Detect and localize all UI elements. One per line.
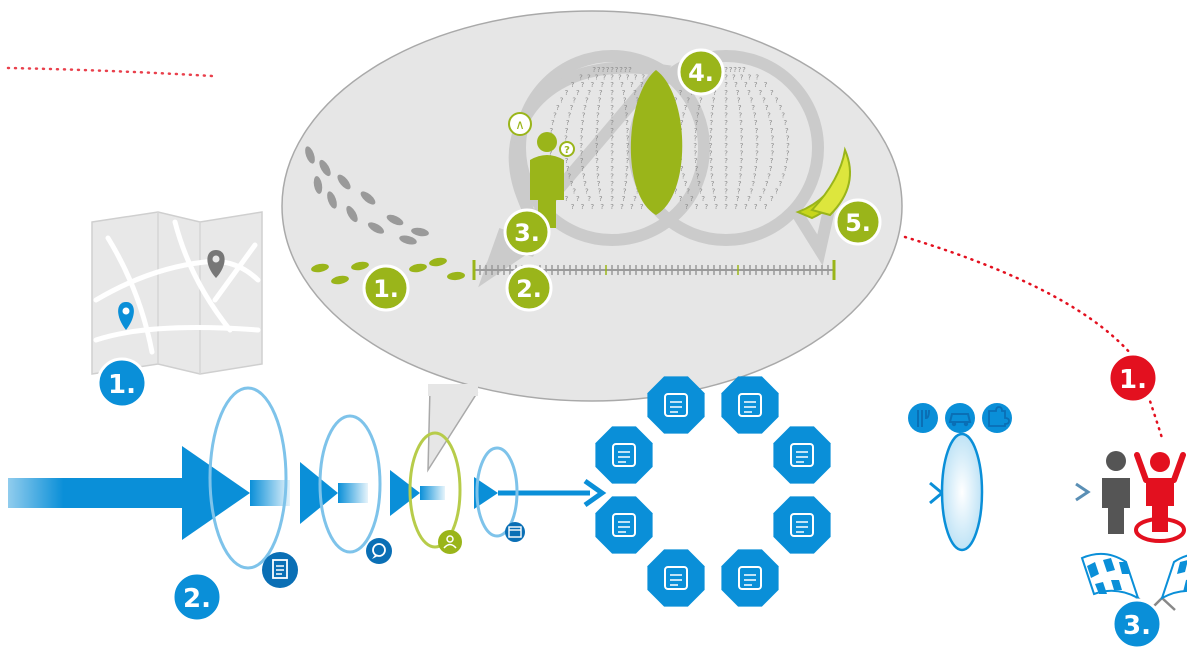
question-mark-row: ????????? bbox=[564, 89, 660, 97]
question-mark-row: ????????? bbox=[579, 74, 645, 82]
map-step-label: 1. bbox=[108, 370, 136, 400]
question-mark-row: ????????? bbox=[551, 165, 674, 173]
house-search-icon bbox=[595, 426, 653, 484]
bubble-badge-2: 2. bbox=[505, 264, 553, 312]
question-mark-row: ????????? bbox=[673, 96, 778, 104]
question-mark-row: ????????? bbox=[693, 74, 759, 82]
funnel-flow bbox=[8, 446, 607, 540]
calendar-icon bbox=[647, 376, 705, 434]
question-mark-row: ????????? bbox=[684, 81, 767, 89]
overlap-lens bbox=[630, 70, 683, 215]
question-mark-row: ????????? bbox=[553, 112, 671, 120]
bubble-badge-5: 5. bbox=[834, 198, 882, 246]
question-mark-row: ????????? bbox=[670, 180, 783, 188]
checkered-flags-icon bbox=[1080, 552, 1187, 611]
question-mark-row: ????????? bbox=[673, 188, 778, 196]
question-mark-row: ????????? bbox=[663, 127, 789, 135]
question-mark-field: ????????????????????????????????????????… bbox=[548, 66, 790, 211]
question-mark-row: ????????? bbox=[678, 89, 774, 97]
question-mark-row: ????????? bbox=[548, 142, 676, 150]
question-mark-row: ????????? bbox=[548, 134, 675, 142]
bubble-step-5-label: 5. bbox=[845, 209, 871, 237]
goal-step-3-label: 3. bbox=[1123, 611, 1151, 641]
puzzle-icon bbox=[982, 403, 1012, 433]
flow-line-arrowhead bbox=[929, 481, 945, 505]
question-mark-row: ????????? bbox=[662, 134, 789, 142]
banana-peel-icon bbox=[795, 146, 851, 220]
goal-badge-3: 3. bbox=[1111, 598, 1163, 650]
question-mark-row: ????????? bbox=[706, 66, 746, 74]
question-mark-row: ????????? bbox=[556, 180, 669, 188]
question-mark-row: ????????? bbox=[551, 119, 674, 127]
listening-person-icon: ∧ ? bbox=[508, 112, 575, 228]
question-mark-row: ????????? bbox=[663, 157, 789, 165]
document-icon bbox=[262, 552, 298, 588]
bubble-step-4-label: 4. bbox=[688, 59, 714, 87]
goal-badge-1: 1. bbox=[1107, 352, 1159, 404]
question-mark-row: ????????? bbox=[570, 203, 653, 211]
question-mark-row: ????????? bbox=[556, 104, 669, 112]
question-mark-row: ????????? bbox=[570, 81, 653, 89]
question-mark-row: ????????? bbox=[559, 96, 664, 104]
maze-icon bbox=[595, 496, 653, 554]
bubble-badge-4: 4. bbox=[677, 48, 725, 96]
sun-person-icon bbox=[438, 530, 462, 554]
footprints-icon bbox=[305, 146, 465, 285]
phone-to-phone-icon bbox=[721, 376, 779, 434]
question-mark-row: ????????? bbox=[564, 195, 660, 203]
winner-person-icon bbox=[1134, 452, 1186, 543]
bubble-step-3-label: 3. bbox=[514, 219, 540, 247]
question-mark-row: ????????? bbox=[553, 172, 671, 180]
car-icon bbox=[945, 403, 975, 433]
flow-line-right-arrowhead bbox=[1075, 482, 1091, 502]
map-icon bbox=[91, 211, 263, 375]
svg-text:∧: ∧ bbox=[515, 118, 525, 133]
chat-icon bbox=[366, 538, 392, 564]
question-mark-row: ????????? bbox=[662, 150, 789, 158]
checklist-icon bbox=[773, 496, 831, 554]
speech-bubble bbox=[281, 10, 903, 473]
dotted-connector-top-left bbox=[6, 66, 214, 78]
question-mark-row: ????????? bbox=[684, 203, 767, 211]
funnel-badge: 2. bbox=[171, 571, 223, 623]
group-presentation-icon bbox=[773, 426, 831, 484]
bubble-step-2-label: 2. bbox=[516, 275, 542, 303]
bubble-badge-1: 1. bbox=[362, 264, 410, 312]
question-mark-row: ????????? bbox=[549, 127, 675, 135]
funnel-step-label: 2. bbox=[183, 584, 211, 614]
octagon-ring bbox=[595, 376, 831, 607]
question-mark-row: ????????? bbox=[559, 188, 664, 196]
question-mark-row: ????????? bbox=[549, 157, 675, 165]
cutlery-icon bbox=[908, 403, 938, 433]
question-mark-row: ????????? bbox=[665, 165, 788, 173]
dotted-connector-right bbox=[903, 235, 1138, 362]
question-mark-row: ????????? bbox=[670, 104, 783, 112]
dotted-connector-goal bbox=[1146, 393, 1164, 440]
calendar-small-icon bbox=[505, 522, 525, 542]
grey-person-icon bbox=[1102, 451, 1130, 534]
goal-step-1-label: 1. bbox=[1119, 365, 1147, 395]
question-mark-row: ????????? bbox=[548, 150, 675, 158]
question-mark-row: ????????? bbox=[592, 66, 632, 74]
question-mark-row: ????????? bbox=[667, 172, 785, 180]
question-mark-row: ????????? bbox=[678, 195, 774, 203]
question-mark-row: ????????? bbox=[667, 112, 785, 120]
funnel-rings bbox=[208, 386, 519, 570]
office-chair-icon bbox=[647, 549, 705, 607]
bubble-step-1-label: 1. bbox=[373, 275, 399, 303]
brain-head-icon bbox=[721, 549, 779, 607]
question-mark-row: ????????? bbox=[665, 119, 788, 127]
map-badge: 1. bbox=[96, 357, 148, 409]
svg-text:?: ? bbox=[564, 145, 570, 156]
question-mark-row: ????????? bbox=[662, 142, 790, 150]
bubble-badge-3: 3. bbox=[503, 208, 551, 256]
focus-lens bbox=[940, 432, 984, 552]
